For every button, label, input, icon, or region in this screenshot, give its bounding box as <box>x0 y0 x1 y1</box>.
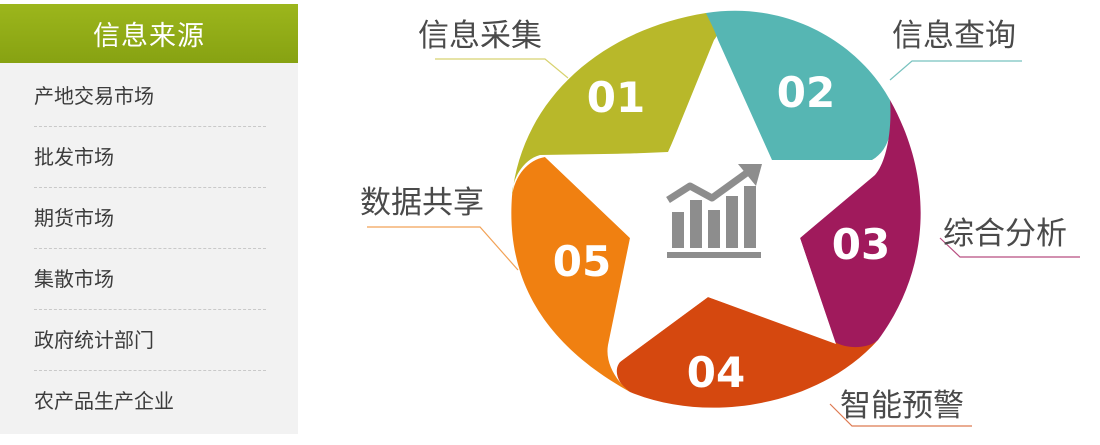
leader-line-03 <box>939 237 1080 258</box>
source-item-wholesale-market[interactable]: 批发市场 <box>34 127 266 188</box>
segment-05-number: 05 <box>553 237 611 286</box>
segment-05[interactable] <box>511 157 630 392</box>
source-item-agri-enterprise[interactable]: 农产品生产企业 <box>34 389 174 413</box>
segment-04-label: 智能预警 <box>840 388 964 424</box>
segment-03-number: 03 <box>832 220 890 269</box>
source-item-distribution-market[interactable]: 集散市场 <box>34 249 266 310</box>
segment-02-label: 信息查询 <box>892 18 1016 54</box>
segment-04[interactable] <box>616 297 878 408</box>
segment-05-label: 数据共享 <box>360 185 484 221</box>
growth-chart-icon <box>666 164 762 258</box>
leader-line-04 <box>829 403 972 427</box>
segment-03-label: 综合分析 <box>943 216 1067 252</box>
segment-04-number: 04 <box>687 348 745 397</box>
segment-01-label: 信息采集 <box>418 18 542 54</box>
leader-line-05 <box>367 226 519 271</box>
leader-line-01 <box>435 58 569 79</box>
source-item-origin-market[interactable]: 产地交易市场 <box>34 66 266 127</box>
segment-02[interactable] <box>706 10 892 160</box>
segment-03[interactable] <box>800 100 921 350</box>
segment-01-number: 01 <box>587 73 645 122</box>
leader-line-02 <box>889 60 1022 81</box>
segment-01[interactable] <box>512 13 719 196</box>
info-source-panel: 信息来源 产地交易市场 批发市场 期货市场 集散市场 政府统计部门 农产品生产企… <box>0 4 298 434</box>
segment-02-number: 02 <box>777 68 835 117</box>
source-item-government-statistics[interactable]: 政府统计部门 <box>34 310 266 371</box>
source-item-futures-market[interactable]: 期货市场 <box>34 188 266 249</box>
center-star <box>545 42 878 362</box>
panel-title: 信息来源 <box>0 4 298 63</box>
